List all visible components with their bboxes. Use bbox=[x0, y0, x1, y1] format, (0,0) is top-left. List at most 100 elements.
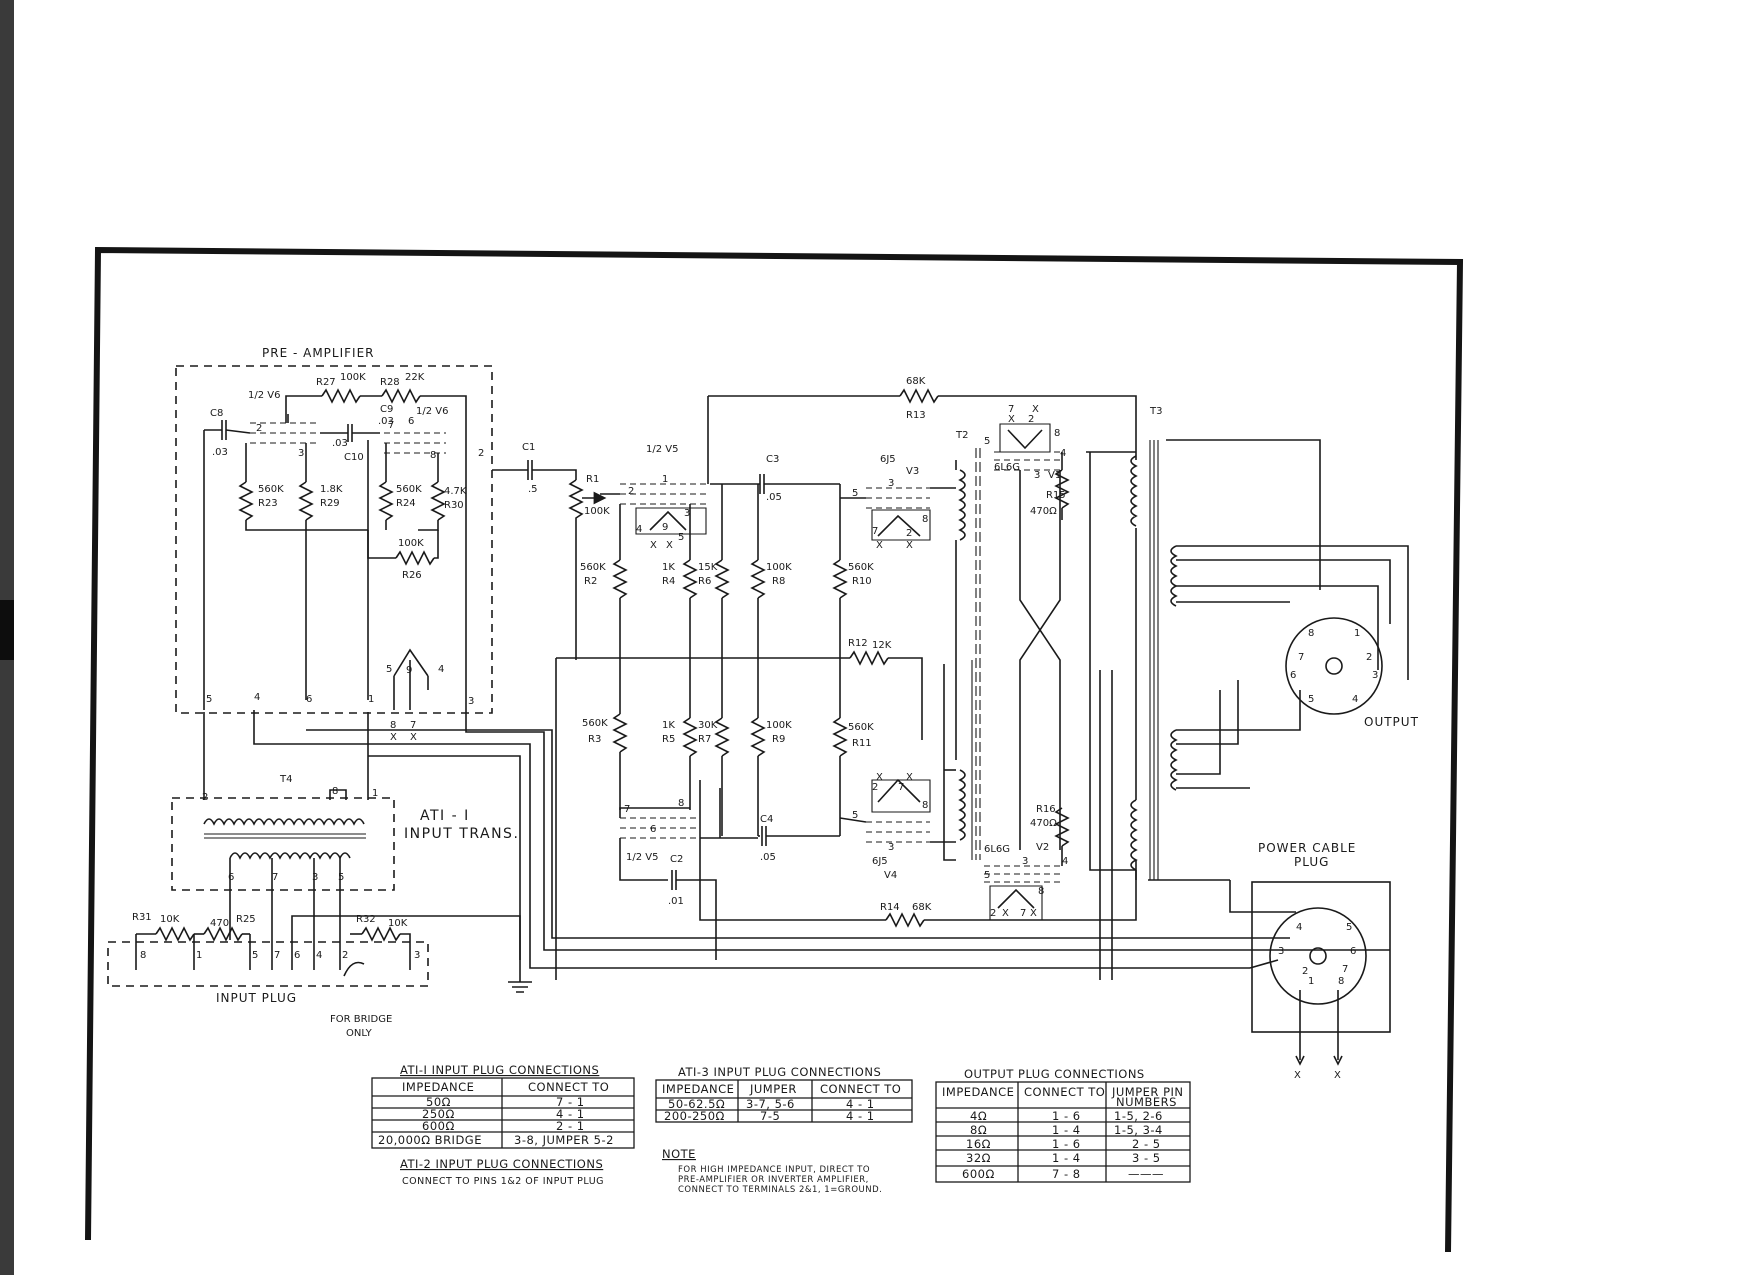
r2-resistor bbox=[612, 559, 628, 599]
r23-resistor bbox=[238, 481, 254, 521]
svg-text:600Ω: 600Ω bbox=[422, 1119, 455, 1133]
svg-text:CONNECT TO: CONNECT TO bbox=[1024, 1085, 1105, 1099]
svg-text:100K: 100K bbox=[398, 538, 424, 549]
svg-text:7: 7 bbox=[1298, 652, 1304, 663]
svg-text:1 - 4: 1 - 4 bbox=[1052, 1123, 1081, 1137]
for-bridge-label-1: FOR BRIDGE bbox=[330, 1014, 392, 1025]
c4-capacitor bbox=[761, 826, 767, 846]
svg-text:9: 9 bbox=[406, 665, 412, 676]
c8-capacitor bbox=[221, 420, 227, 440]
svg-text:R8: R8 bbox=[772, 576, 785, 587]
svg-text:X: X bbox=[1032, 404, 1039, 415]
svg-text:4: 4 bbox=[254, 692, 260, 703]
svg-text:X: X bbox=[1294, 1070, 1301, 1081]
svg-text:1K: 1K bbox=[662, 562, 675, 573]
svg-text:R11: R11 bbox=[852, 738, 872, 749]
svg-text:1: 1 bbox=[196, 950, 202, 961]
ati3-table-title: ATI-3 INPUT PLUG CONNECTIONS bbox=[678, 1065, 881, 1079]
svg-text:5: 5 bbox=[386, 664, 392, 675]
svg-text:R23: R23 bbox=[258, 498, 278, 509]
svg-text:7 - 8: 7 - 8 bbox=[1052, 1167, 1081, 1181]
svg-text:.05: .05 bbox=[766, 492, 782, 503]
c3-capacitor bbox=[759, 474, 765, 494]
svg-text:3: 3 bbox=[1372, 670, 1378, 681]
svg-text:4: 4 bbox=[438, 664, 444, 675]
svg-text:2 - 1: 2 - 1 bbox=[556, 1119, 585, 1133]
svg-text:NUMBERS: NUMBERS bbox=[1116, 1095, 1177, 1109]
r28-resistor bbox=[381, 388, 421, 404]
ati2-plug-note: ATI-2 INPUT PLUG CONNECTIONS CONNECT TO … bbox=[400, 1157, 604, 1187]
svg-text:C2: C2 bbox=[670, 854, 683, 865]
ati2-title: ATI-2 INPUT PLUG CONNECTIONS bbox=[400, 1157, 603, 1171]
svg-text:30K: 30K bbox=[698, 720, 718, 731]
svg-text:R26: R26 bbox=[402, 570, 422, 581]
svg-text:6J5: 6J5 bbox=[880, 454, 896, 465]
svg-text:R28: R28 bbox=[380, 377, 400, 388]
svg-text:V1: V1 bbox=[1048, 470, 1061, 481]
svg-text:2: 2 bbox=[478, 448, 484, 459]
svg-text:1-5, 2-6: 1-5, 2-6 bbox=[1114, 1109, 1163, 1123]
svg-text:2: 2 bbox=[872, 782, 878, 793]
svg-text:12K: 12K bbox=[872, 640, 892, 651]
page-frame bbox=[85, 246, 1464, 1253]
svg-text:470Ω: 470Ω bbox=[1030, 818, 1057, 829]
svg-text:1: 1 bbox=[662, 474, 668, 485]
svg-text:T4: T4 bbox=[279, 774, 292, 785]
svg-text:5: 5 bbox=[678, 532, 684, 543]
svg-text:560K: 560K bbox=[848, 562, 874, 573]
svg-text:6J5: 6J5 bbox=[872, 856, 888, 867]
svg-text:IMPEDANCE: IMPEDANCE bbox=[942, 1085, 1014, 1099]
svg-text:50-62.5Ω: 50-62.5Ω bbox=[668, 1097, 725, 1111]
r24-resistor bbox=[378, 481, 394, 521]
svg-text:4: 4 bbox=[316, 950, 322, 961]
svg-text:7: 7 bbox=[624, 804, 630, 815]
svg-text:T2: T2 bbox=[955, 430, 968, 441]
svg-text:6: 6 bbox=[1290, 670, 1296, 681]
svg-text:4 - 1: 4 - 1 bbox=[556, 1107, 585, 1121]
pre-amplifier-box bbox=[175, 365, 493, 714]
svg-text:100K: 100K bbox=[766, 720, 792, 731]
svg-text:R25: R25 bbox=[236, 914, 256, 925]
ati1-label-1: ATI - I bbox=[420, 808, 470, 824]
svg-text:7: 7 bbox=[272, 872, 278, 883]
c2-capacitor bbox=[671, 870, 677, 890]
svg-text:100K: 100K bbox=[340, 372, 366, 383]
svg-text:22K: 22K bbox=[405, 372, 425, 383]
svg-text:X: X bbox=[906, 772, 913, 783]
svg-text:5: 5 bbox=[984, 870, 990, 881]
svg-text:R12: R12 bbox=[848, 638, 868, 649]
svg-text:2 - 5: 2 - 5 bbox=[1132, 1137, 1161, 1151]
svg-text:6: 6 bbox=[228, 872, 234, 883]
svg-text:.01: .01 bbox=[668, 896, 684, 907]
v6-heater bbox=[393, 648, 429, 710]
svg-text:CONNECT TO: CONNECT TO bbox=[528, 1080, 609, 1094]
svg-text:IMPEDANCE: IMPEDANCE bbox=[662, 1082, 734, 1096]
svg-text:1: 1 bbox=[1308, 976, 1314, 987]
t3-primary-top bbox=[1130, 455, 1138, 527]
ground-symbol bbox=[508, 960, 532, 993]
ati1-table-title: ATI-I INPUT PLUG CONNECTIONS bbox=[400, 1063, 599, 1077]
v3-tube bbox=[866, 487, 930, 509]
t2-primary-bottom bbox=[958, 769, 966, 841]
svg-text:5: 5 bbox=[1308, 694, 1314, 705]
note-line-2: PRE-AMPLIFIER OR INVERTER AMPLIFIER, bbox=[678, 1175, 869, 1185]
svg-text:.03: .03 bbox=[378, 416, 394, 427]
svg-text:3: 3 bbox=[298, 448, 304, 459]
input-plug-label: INPUT PLUG bbox=[216, 991, 297, 1005]
svg-text:R32: R32 bbox=[356, 914, 376, 925]
v6-a-label: 1/2 V6 bbox=[248, 390, 280, 401]
svg-text:R31: R31 bbox=[132, 912, 152, 923]
r13-resistor bbox=[899, 388, 939, 404]
svg-text:X: X bbox=[906, 540, 913, 551]
svg-text:560K: 560K bbox=[580, 562, 606, 573]
ati2-text: CONNECT TO PINS 1&2 OF INPUT PLUG bbox=[402, 1176, 604, 1187]
svg-text:5: 5 bbox=[852, 810, 858, 821]
svg-text:3-8, JUMPER 5-2: 3-8, JUMPER 5-2 bbox=[514, 1133, 614, 1147]
r29-resistor bbox=[298, 481, 314, 521]
svg-text:V2: V2 bbox=[1036, 842, 1049, 853]
svg-text:X: X bbox=[876, 772, 883, 783]
svg-text:3 - 5: 3 - 5 bbox=[1132, 1151, 1161, 1165]
svg-text:100K: 100K bbox=[766, 562, 792, 573]
svg-text:5: 5 bbox=[984, 436, 990, 447]
